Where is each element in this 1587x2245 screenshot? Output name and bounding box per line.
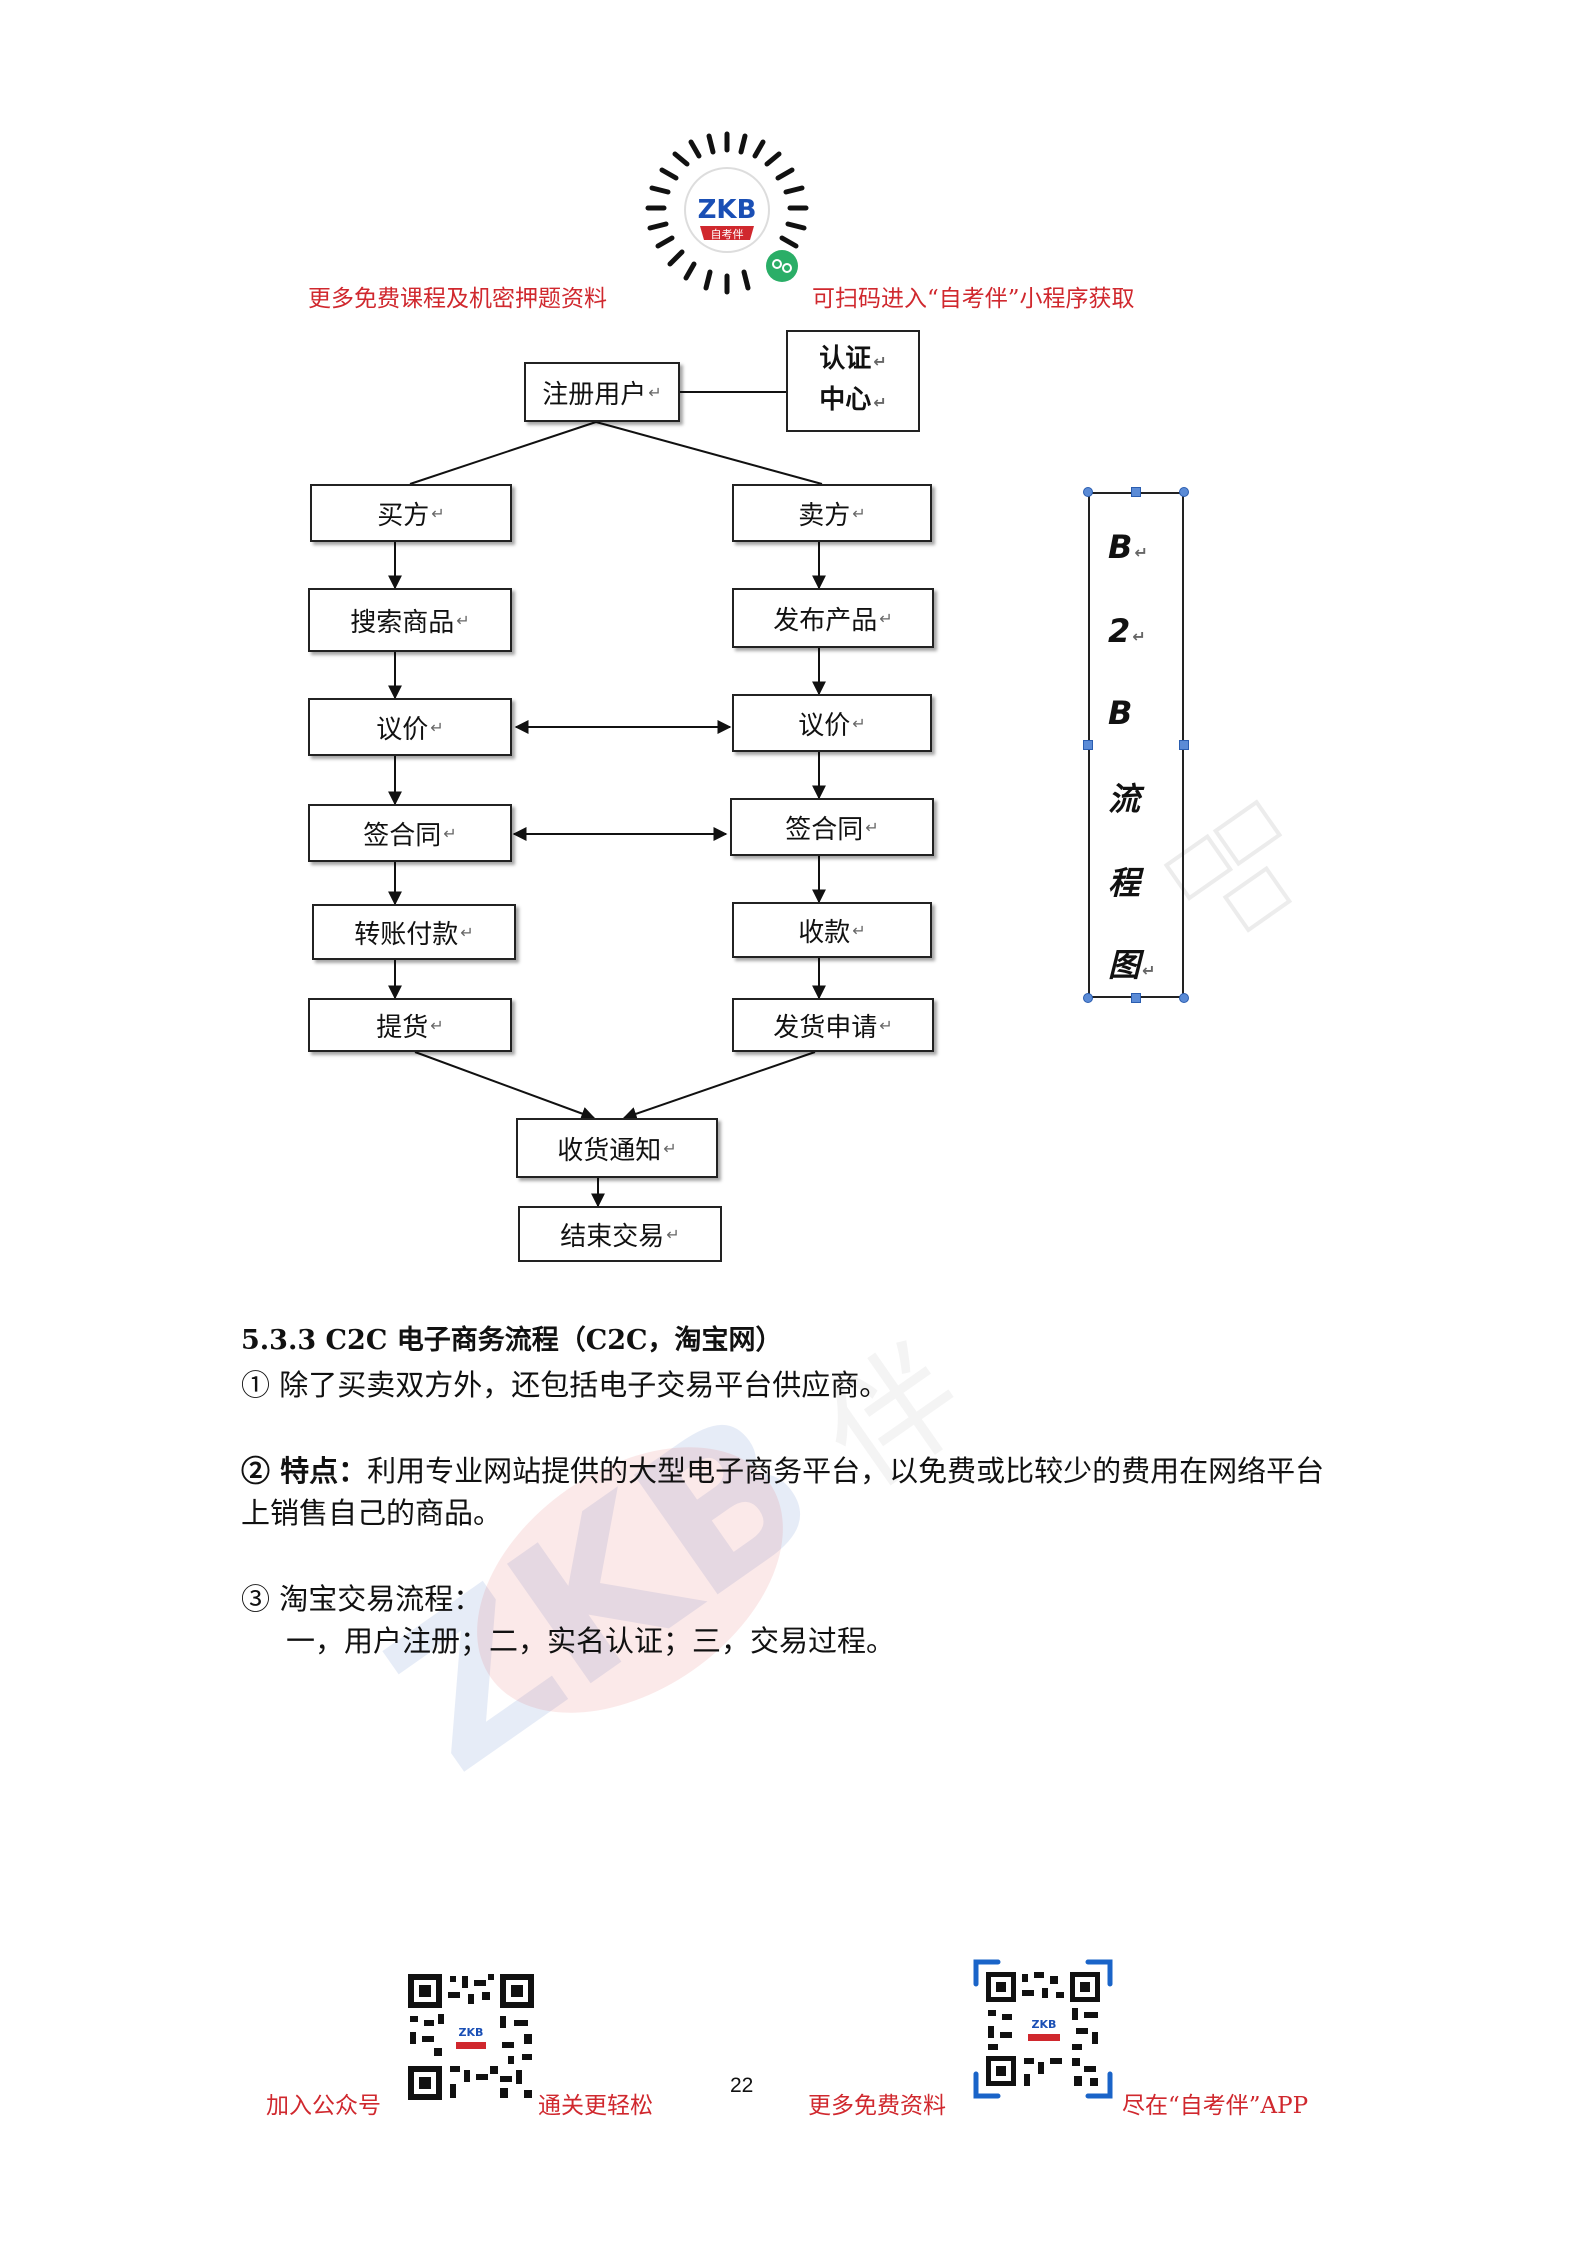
resize-handle[interactable] <box>1083 487 1093 497</box>
paragraph-3: ③ 淘宝交易流程： <box>241 1582 483 1616</box>
resize-handle[interactable] <box>1179 487 1189 497</box>
flowchart-connectors <box>388 391 826 1208</box>
paragraph-2-label: ② 特点： <box>241 1454 368 1488</box>
box-receive-payment: 收款↵ <box>732 902 932 958</box>
b2b-char: 流 <box>1108 780 1141 818</box>
resize-handle[interactable] <box>1131 487 1141 497</box>
footer-join-text: 加入公众号 <box>266 2093 381 2119</box>
qr-logo-sub: 自考伴 <box>711 228 744 241</box>
footer-pass-text: 通关更轻松 <box>538 2093 653 2119</box>
box-publish-product: 发布产品↵ <box>732 588 934 648</box>
resize-handle[interactable] <box>1179 740 1189 750</box>
watermark: ZKB 伴 <box>351 1316 991 1800</box>
footer-qr-code-right: ZKB <box>973 1959 1113 2099</box>
box-buyer: 买方↵ <box>310 484 512 542</box>
header-qr-code: ZKB 自考伴 <box>645 131 809 295</box>
box-buyer-negotiate: 议价↵ <box>308 698 512 756</box>
footer-app-text: 尽在“自考伴”APP <box>1122 2093 1309 2119</box>
box-seller-negotiate: 议价↵ <box>732 694 932 752</box>
paragraph-3-line-2: 一，用户注册；二，实名认证；三，交易过程。 <box>286 1624 896 1658</box>
resize-handle[interactable] <box>1131 993 1141 1003</box>
paragraph-2-line-2: 上销售自己的商品。 <box>241 1496 503 1530</box>
box-seller-contract: 签合同↵ <box>730 798 934 856</box>
footer-qr-code-left: ZKB <box>404 1970 538 2104</box>
qr-logo-text: ZKB <box>698 195 757 225</box>
b2b-char: B↵ <box>1108 528 1148 566</box>
box-register-user: 注册用户↵ <box>524 362 680 422</box>
section-heading: 5.3.3 C2C 电子商务流程（C2C，淘宝网） <box>241 1325 783 1356</box>
box-ship-request: 发货申请↵ <box>732 998 934 1052</box>
b2b-char: B <box>1108 694 1133 732</box>
box-seller: 卖方↵ <box>732 484 932 542</box>
svg-text:ZKB: ZKB <box>459 2026 484 2039</box>
box-buyer-contract: 签合同↵ <box>308 804 512 862</box>
header-right-text: 可扫码进入“自考伴”小程序获取 <box>812 286 1135 312</box>
svg-text:ZKB: ZKB <box>1032 2018 1057 2031</box>
box-receipt-notice: 收货通知↵ <box>516 1118 718 1178</box>
box-transfer-payment: 转账付款↵ <box>312 904 516 960</box>
header-left-text: 更多免费课程及机密押题资料 <box>308 286 607 312</box>
box-end-trade: 结束交易↵ <box>518 1206 722 1262</box>
b2b-char: 程 <box>1108 864 1141 902</box>
paragraph-2-line-1: ② 特点：利用专业网站提供的大型电子商务平台，以免费或比较少的费用在网络平台 <box>241 1454 1325 1488</box>
footer-more-text: 更多免费资料 <box>808 2093 946 2119</box>
box-auth-center: 认证↵ 中心↵ <box>786 330 920 432</box>
resize-handle[interactable] <box>1179 993 1189 1003</box>
paragraph-1: ① 除了买卖双方外，还包括电子交易平台供应商。 <box>241 1368 889 1402</box>
b2b-char: 图↵ <box>1108 946 1156 984</box>
resize-handle[interactable] <box>1083 740 1093 750</box>
resize-handle[interactable] <box>1083 993 1093 1003</box>
b2b-flow-label-box: B↵ 2↵ B 流 程 图↵ <box>1088 492 1184 998</box>
page-number: 22 <box>730 2074 754 2097</box>
box-pick-up: 提货↵ <box>308 998 512 1052</box>
watermark-top <box>1163 799 1293 933</box>
box-search-goods: 搜索商品↵ <box>308 588 512 652</box>
b2b-char: 2↵ <box>1108 612 1146 650</box>
